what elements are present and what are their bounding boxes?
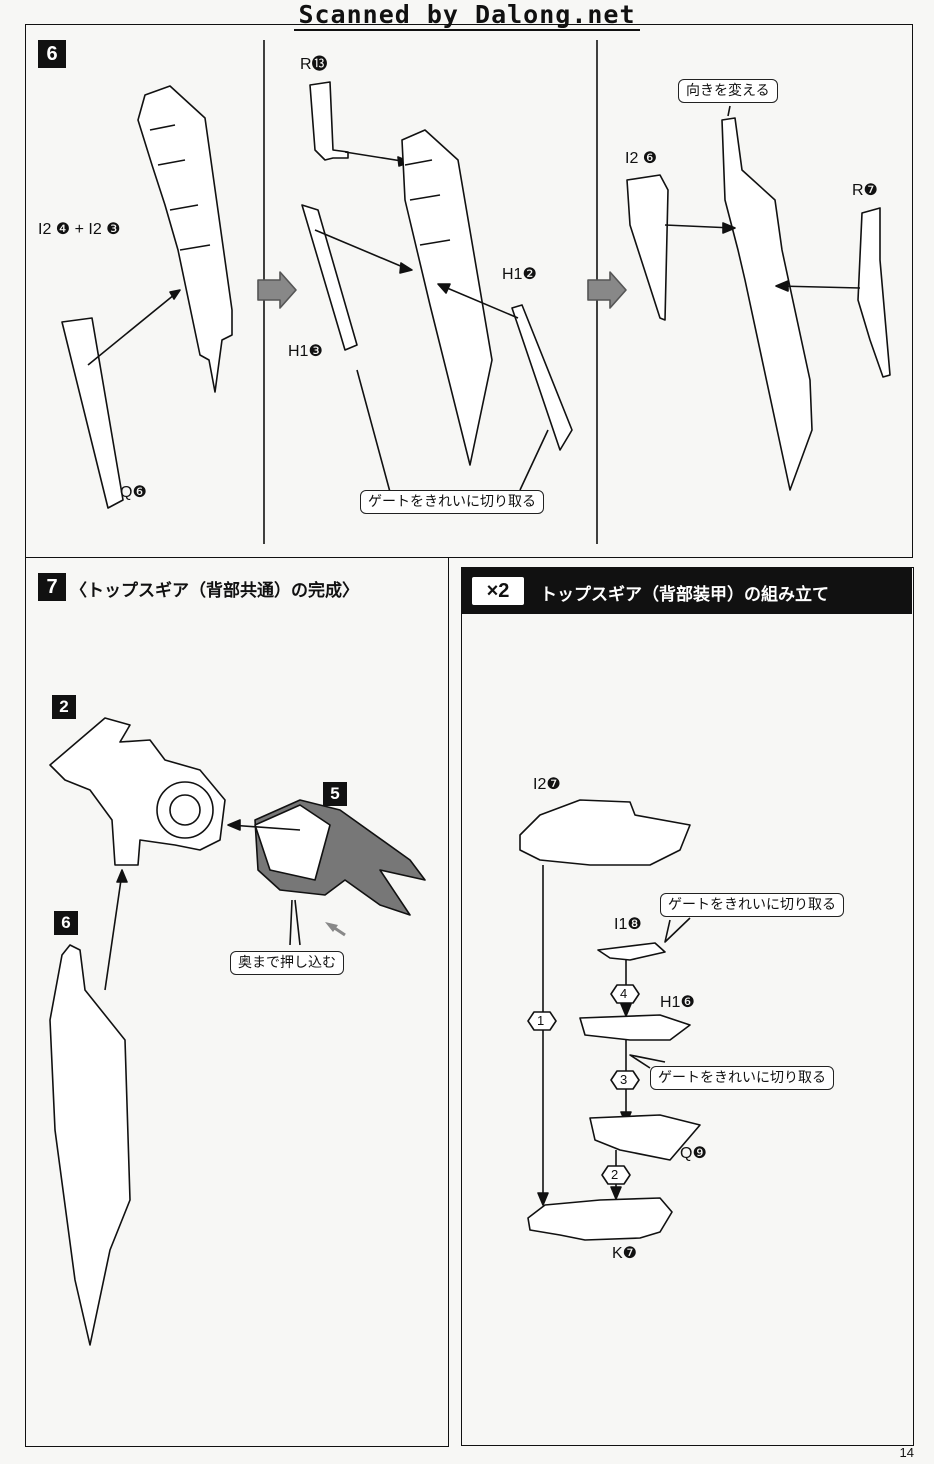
order-marker-2: 2	[611, 1167, 619, 1182]
step7-sub-2: 2	[52, 695, 76, 719]
stepx2-title: トップスギア（背部装甲）の組み立て	[540, 585, 829, 605]
part-label-i2-7: I2❼	[533, 776, 561, 793]
step7-number: 7	[38, 573, 66, 601]
part-label-h1-3: H1❸	[288, 343, 323, 360]
part-label-r7: R❼	[852, 182, 878, 199]
callout-gate-cut-1: ゲートをきれいに切り取る	[660, 893, 844, 917]
stepx2-panel	[461, 567, 914, 1446]
part-label-i2-6: I2 ❻	[625, 150, 658, 167]
order-marker-3: 3	[620, 1072, 628, 1087]
order-marker-4: 4	[620, 986, 628, 1001]
part-label-i2-4-i2-3: I2 ❹ + I2 ❸	[38, 221, 121, 238]
step7-title: 〈トップスギア（背部共通）の完成〉	[70, 581, 359, 601]
order-marker-1: 1	[537, 1013, 545, 1028]
page-number: 14	[899, 1445, 914, 1460]
part-label-q9: Q❾	[680, 1145, 707, 1162]
part-label-h1-6: H1❻	[660, 994, 695, 1011]
stepx2-header-bar	[462, 568, 912, 614]
part-label-h1-2: H1❷	[502, 266, 537, 283]
stepx2-badge: ×2	[472, 577, 524, 605]
part-label-k7: K❼	[612, 1245, 638, 1262]
callout-gate-cut-2: ゲートをきれいに切り取る	[650, 1066, 834, 1090]
callout-gate-cut: ゲートをきれいに切り取る	[360, 490, 544, 514]
step6-number: 6	[38, 40, 66, 68]
part-label-i1-8: I1❽	[614, 916, 642, 933]
callout-push-in: 奥まで押し込む	[230, 951, 344, 975]
step7-sub-6: 6	[54, 911, 78, 935]
step7-sub-5: 5	[323, 782, 347, 806]
part-label-q6: Q❻	[120, 484, 147, 501]
callout-turn-direction: 向きを変える	[678, 79, 778, 103]
step7-panel	[25, 557, 449, 1447]
part-label-r13: R⓭	[300, 56, 328, 73]
step6-panel	[25, 24, 913, 558]
